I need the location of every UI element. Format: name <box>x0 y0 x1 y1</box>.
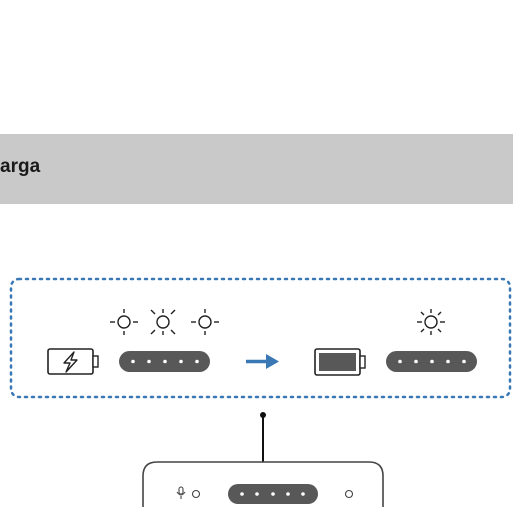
led-strip-icon <box>119 351 210 372</box>
section-header: arga <box>0 134 513 204</box>
arrow-right-icon <box>246 354 279 369</box>
callout-connector <box>260 412 266 462</box>
section-title: arga <box>0 156 41 177</box>
led-strip-icon <box>386 351 477 372</box>
light-burst-icon <box>150 309 176 335</box>
light-blinking-icon <box>191 309 219 335</box>
battery-full-icon <box>314 348 366 376</box>
battery-charging-icon <box>47 348 99 375</box>
button-circle-icon <box>344 489 354 499</box>
button-circle-icon <box>191 489 201 499</box>
state-frame <box>9 277 512 399</box>
light-steady-on-icon <box>417 309 445 335</box>
light-blinking-icon <box>110 309 138 335</box>
microphone-icon <box>176 486 186 499</box>
led-strip-icon <box>228 484 318 504</box>
